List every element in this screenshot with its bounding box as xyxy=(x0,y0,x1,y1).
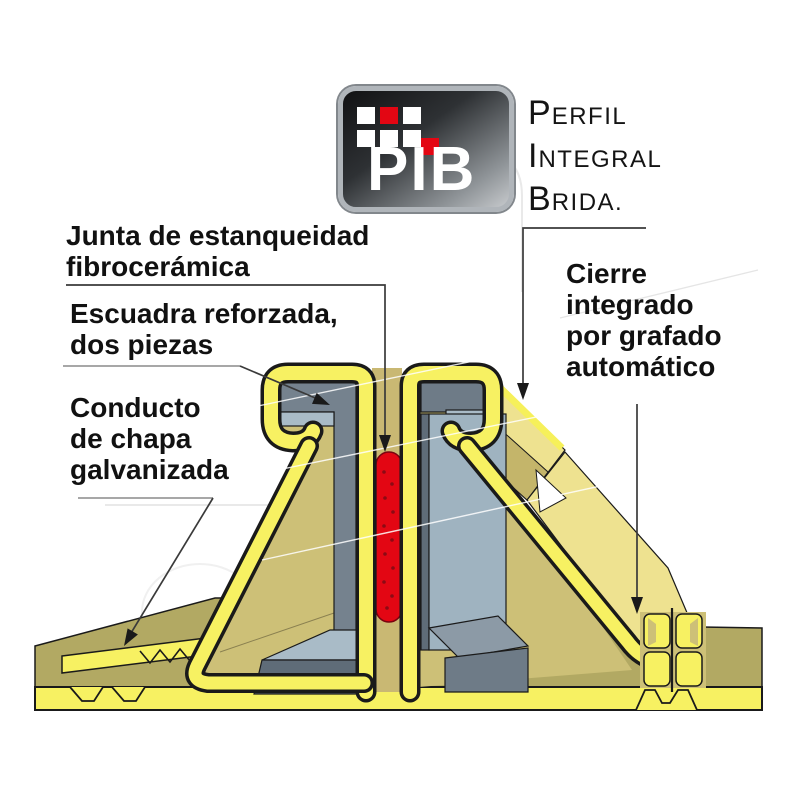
logo-square-white xyxy=(403,107,421,124)
leader-conducto xyxy=(127,497,214,639)
gasket xyxy=(375,451,403,623)
arrow-logo xyxy=(517,383,529,400)
logo-brand-text: PIB xyxy=(367,135,477,204)
logo-square-white xyxy=(357,130,375,147)
left-flange-profile xyxy=(185,362,377,703)
label-escuadra-reforzada: Escuadra reforzada, dos piezas xyxy=(70,298,338,360)
logo-square-white xyxy=(380,130,398,147)
leader-escuadra xyxy=(239,365,321,401)
logo-square-white xyxy=(357,107,375,124)
logo-square-white xyxy=(403,130,421,147)
arrow-conducto xyxy=(124,628,138,646)
perspective-lines xyxy=(257,301,757,561)
leader-junta xyxy=(66,284,386,440)
gasket-texture xyxy=(382,470,395,610)
label-cierre-grafado: Cierre integrado por grafado automático xyxy=(566,258,722,382)
title-line: PERFIL xyxy=(528,94,628,132)
pib-logo: PIB xyxy=(338,86,514,212)
left-flange-inner-face xyxy=(196,440,372,688)
grafado-seam xyxy=(635,608,706,711)
title-line: BRIDA. xyxy=(528,180,624,218)
label-junta-estanqueidad: Junta de estanqueidad fibrocerámica xyxy=(66,220,370,282)
page-title: PERFIL INTEGRAL BRIDA. xyxy=(528,92,662,221)
leader-logo xyxy=(522,227,646,390)
arrow-junta xyxy=(379,435,391,452)
title-line: INTEGRAL xyxy=(528,137,663,175)
label-conducto-chapa: Conducto de chapa galvanizada xyxy=(70,392,229,485)
logo-square-red-offset xyxy=(421,138,439,155)
arrow-escuadra xyxy=(312,392,330,405)
leader-lines xyxy=(63,227,646,646)
logo-square-red xyxy=(380,107,398,124)
arrow-cierre xyxy=(631,597,643,614)
left-strip-crimp xyxy=(69,686,146,702)
ghost-edge-line xyxy=(559,269,759,319)
